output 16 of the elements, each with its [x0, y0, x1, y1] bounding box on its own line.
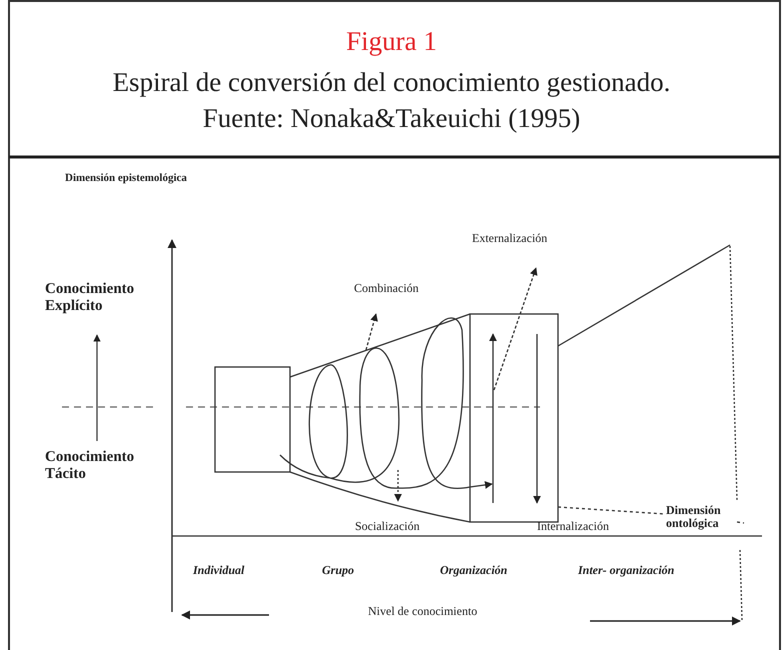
level-label: Organización	[440, 564, 508, 578]
axis-label: Dimensión ontológica	[666, 504, 722, 530]
axis-label: Conocimiento Tácito	[45, 449, 136, 484]
level-label: Individual	[193, 564, 244, 578]
axis-title: Nivel de conocimiento	[368, 605, 478, 619]
level-label: Inter- organización	[578, 564, 674, 578]
axis-title: Dimensión epistemológica	[65, 172, 187, 185]
level-label: Grupo	[322, 564, 354, 578]
process-label: Combinación	[354, 282, 419, 296]
process-label: Externalización	[472, 232, 548, 246]
source-text: Fuente: Nonaka&Takeuichi (1995)	[202, 103, 582, 134]
caption-text: Espiral de conversión del conocimiento gestionado.	[112, 67, 672, 98]
axis-label: Conocimiento Explícito	[45, 281, 136, 316]
process-label: Socialización	[355, 520, 420, 534]
figure-title: Figura 1	[345, 26, 438, 58]
process-label: Internalización	[537, 520, 609, 534]
